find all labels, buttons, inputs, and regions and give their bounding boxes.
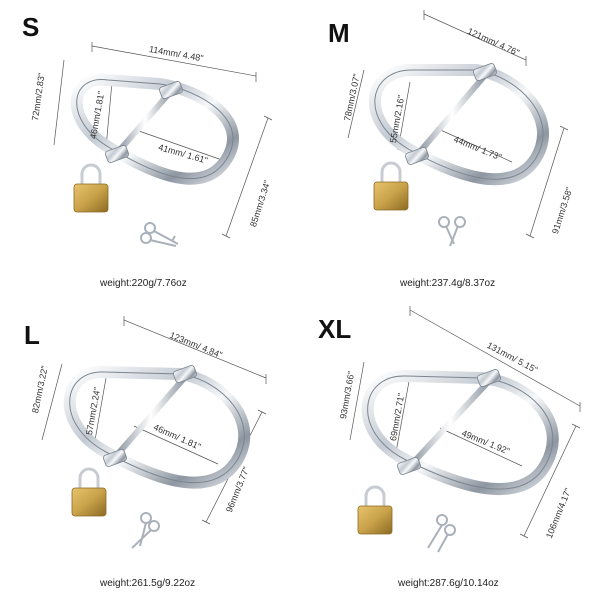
hinge-top-s xyxy=(159,81,183,99)
cuff-illustration-m xyxy=(347,10,569,247)
padlock-icon xyxy=(73,163,109,213)
hinge-bottom-s xyxy=(105,145,129,163)
hinge-rod-s xyxy=(115,88,175,154)
size-label: S xyxy=(22,12,40,42)
cuff-illustration-l xyxy=(41,316,267,549)
cuff-ring-xl xyxy=(361,369,559,496)
keys-icon xyxy=(427,514,456,553)
weight-text: weight:261.5g/9.22oz xyxy=(100,578,196,589)
hinge-bottom-l xyxy=(103,449,127,467)
padlock-icon xyxy=(71,467,107,517)
panel-size-xl: XL 131mm/ 5.15" 93mm/3.66" 69mm/2.71" 49… xyxy=(300,300,600,600)
hinge-rod-xl xyxy=(407,377,493,469)
cuff-illustration-xl xyxy=(349,306,581,553)
hinge-top-xl xyxy=(477,369,501,387)
padlock-icon xyxy=(373,161,409,211)
weight-text: weight:220g/7.76oz xyxy=(100,278,187,289)
weight-text: weight:237.4g/8.37oz xyxy=(400,278,496,289)
panel-size-m: M 121mm/ 4.76" 78mm/3.07" 55mm/2.16" 44m… xyxy=(300,0,600,300)
hinge-bottom-xl xyxy=(397,457,421,475)
size-label: L xyxy=(24,320,40,350)
cuff-ring-l xyxy=(63,366,251,489)
padlock-icon xyxy=(357,485,393,535)
panel-size-l: L 123mm/ 4.84" 82mm/3.22" 57mm/2.24" 46m… xyxy=(0,300,300,600)
keys-icon xyxy=(140,222,179,247)
hinge-rod-l xyxy=(113,374,189,458)
weight-text: weight:287.6g/10.14oz xyxy=(398,578,499,589)
hinge-top-m xyxy=(473,63,497,81)
panel-size-s: S 114mm/ 4.48" 72mm/2.83" 46mm/1.81" 41m… xyxy=(0,0,300,300)
cuff-ring-s xyxy=(70,73,239,185)
hinge-rod-m xyxy=(415,72,489,156)
size-label: M xyxy=(328,18,350,48)
hinge-bottom-m xyxy=(405,147,429,165)
size-label: XL xyxy=(318,314,352,344)
keys-icon xyxy=(438,216,466,247)
cuff-ring-m xyxy=(368,64,549,186)
hinge-top-l xyxy=(173,365,197,383)
keys-icon xyxy=(131,512,160,549)
cuff-illustration-s xyxy=(53,42,273,247)
